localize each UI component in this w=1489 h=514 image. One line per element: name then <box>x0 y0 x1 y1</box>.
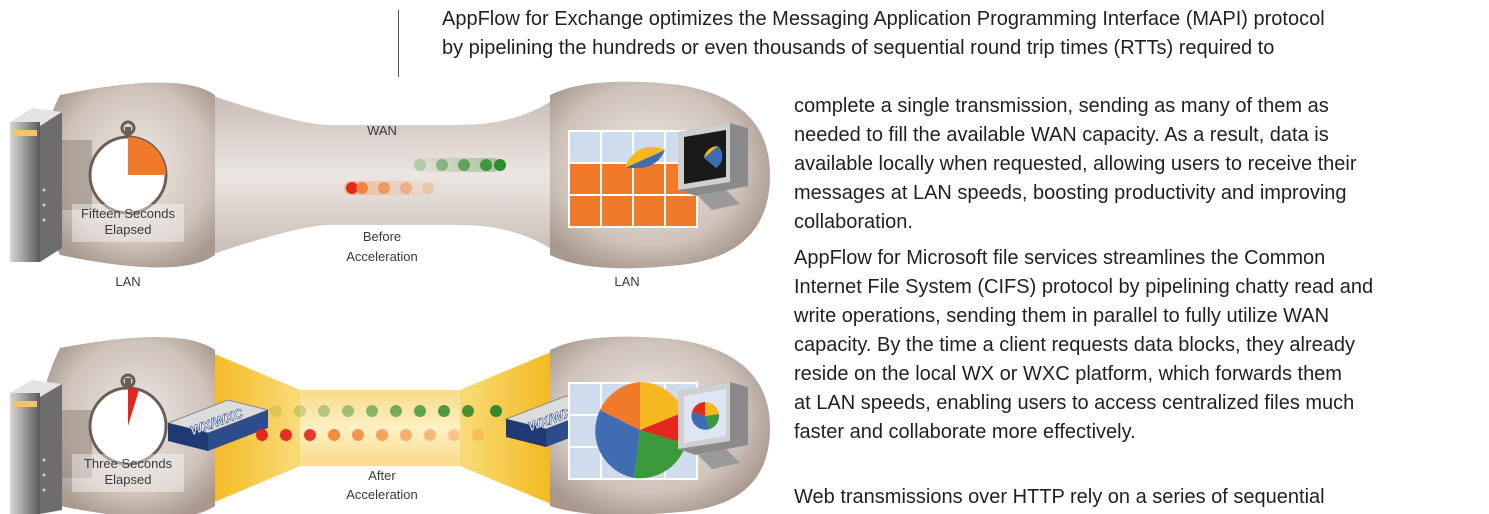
timer-label-line-2: Elapsed <box>105 472 152 487</box>
monitor-icon <box>678 382 748 469</box>
caption-line-2: Acceleration <box>346 249 418 264</box>
acceleration-diagram: Fifteen Seconds Elapsed WAN Before Accel… <box>10 81 770 514</box>
text-line: capacity. By the time a client requests … <box>794 334 1356 356</box>
timer-label-line-1: Three Seconds <box>84 456 173 471</box>
packet-trail-orange <box>344 181 439 195</box>
text-line: Internet File System (CIFS) protocol by … <box>794 276 1374 298</box>
caption-line-1: Before <box>363 229 401 244</box>
text-line: at LAN speeds, enabling users to access … <box>794 392 1355 414</box>
text-line: reside on the local WX or WXC platform, … <box>794 363 1342 385</box>
divider-rule <box>398 10 399 77</box>
bottom-diagram: Three Seconds Elapsed WX/WXC <box>10 336 770 514</box>
timer-label-line-1: Fifteen Seconds <box>81 206 175 221</box>
text-line: needed to fill the available WAN capacit… <box>794 124 1329 146</box>
text-line: AppFlow for Microsoft file services stre… <box>794 247 1326 269</box>
caption-line-1: After <box>368 468 396 483</box>
timer-label-line-2: Elapsed <box>105 222 152 237</box>
wan-tunnel <box>200 95 560 255</box>
lan-label-left: LAN <box>115 274 140 289</box>
text-line: messages at LAN speeds, boosting product… <box>794 182 1347 204</box>
paragraph-3: Web transmissions over HTTP rely on a se… <box>794 483 1325 512</box>
text-line: Web transmissions over HTTP rely on a se… <box>794 486 1325 508</box>
text-line: write operations, sending them in parall… <box>794 305 1330 327</box>
intro-line-1: AppFlow for Exchange optimizes the Messa… <box>442 8 1325 30</box>
server-icon <box>10 380 62 514</box>
data-grid-complete <box>568 382 698 480</box>
lan-label-right: LAN <box>614 274 639 289</box>
data-grid-partial <box>568 130 698 228</box>
stopwatch-icon <box>88 120 168 215</box>
packets-orange <box>346 182 434 194</box>
elapsed-wedge <box>128 137 166 175</box>
packets-green <box>270 405 502 417</box>
paragraph-2: AppFlow for Microsoft file services stre… <box>794 244 1373 447</box>
server-icon <box>10 108 62 262</box>
text-line: faster and collaborate more effectively. <box>794 421 1136 443</box>
stopwatch-icon <box>88 373 168 466</box>
packets-green <box>414 159 506 171</box>
intro-line-2: by pipelining the hundreds or even thous… <box>442 37 1275 59</box>
text-line: complete a single transmission, sending … <box>794 95 1329 117</box>
paragraph-1: complete a single transmission, sending … <box>794 92 1357 237</box>
top-diagram: Fifteen Seconds Elapsed WAN Before Accel… <box>10 81 770 289</box>
text-line: collaboration. <box>794 211 913 233</box>
packets-orange <box>256 429 484 441</box>
wan-label: WAN <box>367 123 397 138</box>
caption-line-2: Acceleration <box>346 487 418 502</box>
text-line: available locally when requested, allowi… <box>794 153 1357 175</box>
packet-trail-green <box>410 158 500 172</box>
elapsed-wedge <box>128 388 139 426</box>
monitor-icon <box>678 123 748 210</box>
